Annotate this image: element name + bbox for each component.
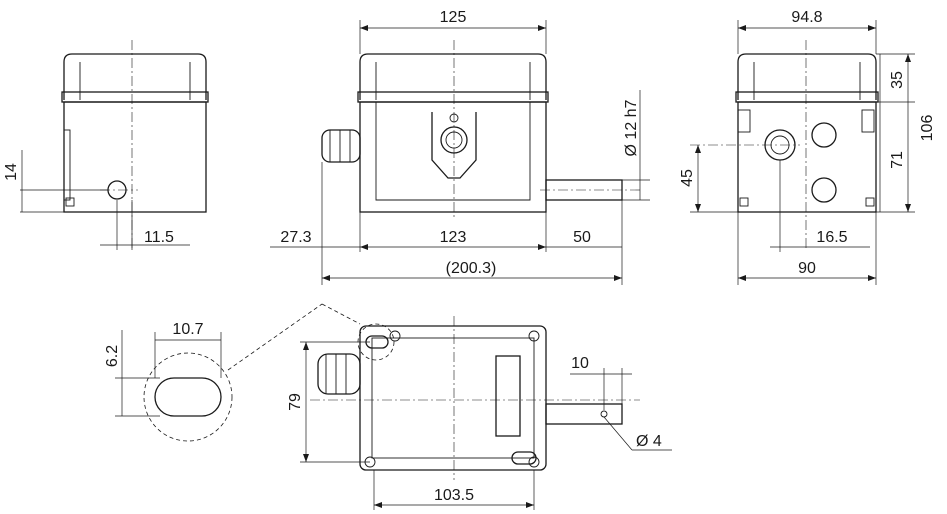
dim-103-5-label: 103.5 [434, 487, 474, 504]
dim-200-3-label: (200.3) [446, 260, 497, 277]
left-side-view: 14 11.5 [3, 40, 209, 250]
right-side-view: 94.8 35 71 106 45 16.5 90 [679, 9, 936, 285]
dim-10-label: 10 [571, 355, 589, 372]
slot-detail: 10.7 6.2 [104, 303, 361, 442]
dim-94-8-label: 94.8 [791, 9, 822, 26]
slot-shape [154, 377, 222, 417]
front-view: 125 Ø 12 h7 27.3 123 50 (200.3) [270, 9, 650, 285]
bottom-shaft [545, 403, 623, 425]
dim-14-label: 14 [3, 163, 20, 181]
dim-90-label: 90 [798, 260, 816, 277]
dim-6-2-label: 6.2 [104, 345, 121, 367]
cable-gland [321, 129, 361, 163]
arrowheads [303, 25, 911, 508]
pin-diameter-label: Ø 4 [636, 433, 662, 450]
dim-11-5-label: 11.5 [144, 229, 174, 246]
dim-50-label: 50 [573, 229, 591, 246]
dim-16-5-label: 16.5 [816, 229, 847, 246]
shaft-diameter-label: Ø 12 h7 [623, 99, 640, 156]
dim-71-label: 71 [889, 151, 906, 169]
dim-125-label: 125 [440, 9, 467, 26]
dim-27-3-label: 27.3 [280, 229, 311, 246]
lever-slot [495, 355, 521, 437]
dim-35-label: 35 [889, 71, 906, 89]
dim-79-label: 79 [287, 393, 304, 411]
dim-123-label: 123 [440, 229, 467, 246]
dim-106-label: 106 [919, 115, 936, 142]
bottom-view: 79 103.5 10 Ø 4 [287, 316, 672, 510]
dim-45-label: 45 [679, 169, 696, 187]
dim-10-7-label: 10.7 [172, 321, 203, 338]
